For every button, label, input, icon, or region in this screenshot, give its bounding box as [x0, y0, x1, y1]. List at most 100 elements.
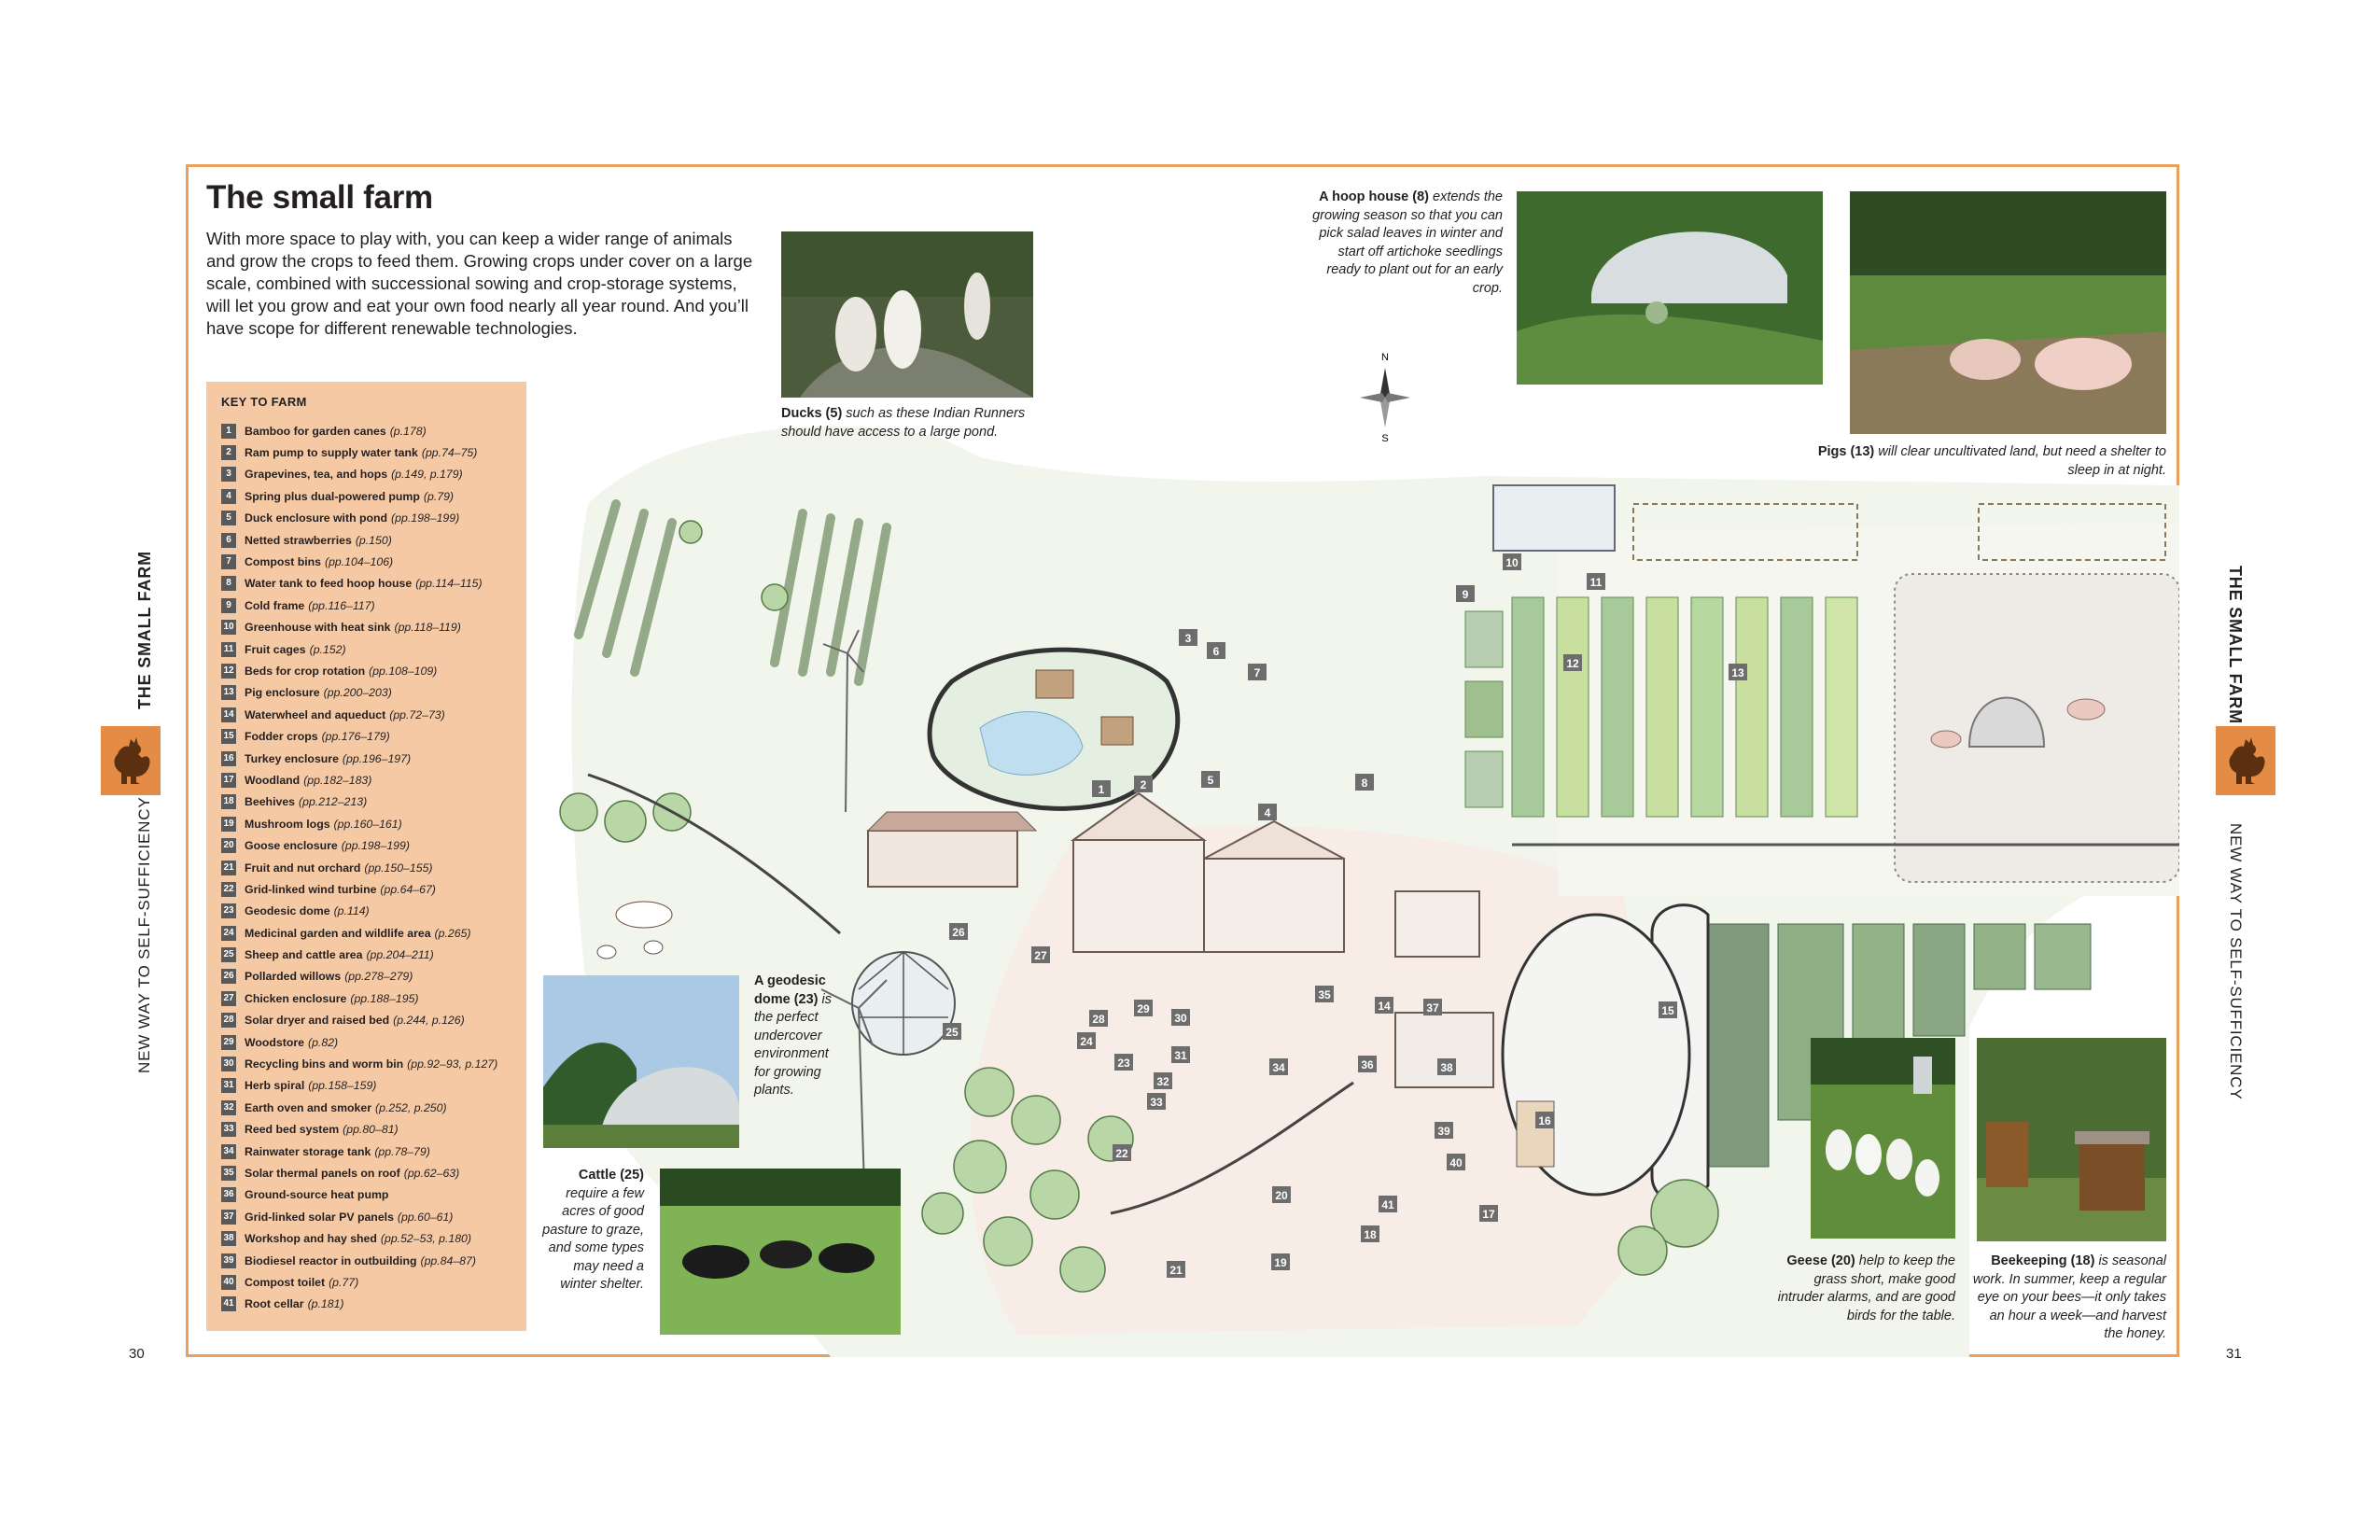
map-marker-label: 4 [1265, 806, 1271, 819]
key-item-page-ref: (p.181) [307, 1297, 344, 1311]
key-item-page-ref: (pp.212–213) [299, 795, 368, 809]
key-item-page-ref: (pp.74–75) [421, 446, 478, 460]
key-item-number: 25 [221, 947, 236, 963]
key-item-name: Cold frame [245, 598, 305, 612]
key-item-name: Biodiesel reactor in outbuilding [245, 1253, 417, 1267]
key-item-page-ref: (pp.158–159) [308, 1079, 377, 1093]
key-item-name: Bamboo for garden canes [245, 424, 386, 438]
key-item-page-ref: (pp.278–279) [344, 970, 413, 984]
map-marker-label: 32 [1156, 1075, 1169, 1088]
map-marker: 6 [1207, 642, 1225, 659]
key-item-name: Spring plus dual-powered pump [245, 489, 420, 503]
key-item-name: Beds for crop rotation [245, 664, 366, 678]
key-item-page-ref: (pp.92–93, p.127) [407, 1057, 498, 1071]
key-item-page-ref: (pp.200–203) [323, 686, 392, 700]
map-marker: 30 [1171, 1009, 1190, 1026]
key-item-name: Recycling bins and worm bin [245, 1057, 404, 1071]
key-item-number: 21 [221, 860, 236, 875]
map-marker-label: 10 [1505, 556, 1519, 569]
map-marker-label: 13 [1731, 666, 1744, 679]
key-item-name: Duck enclosure with pond [245, 511, 388, 525]
key-item-page-ref: (pp.108–109) [369, 664, 438, 678]
intro-paragraph: With more space to play with, you can ke… [206, 229, 753, 338]
key-item-name: Netted strawberries [245, 533, 352, 547]
map-marker-label: 38 [1440, 1061, 1453, 1074]
key-item-name: Solar dryer and raised bed [245, 1014, 390, 1028]
map-marker: 19 [1271, 1253, 1290, 1270]
key-item-number: 35 [221, 1165, 236, 1181]
key-item-name: Turkey enclosure [245, 751, 339, 765]
key-item-name: Sheep and cattle area [245, 948, 363, 962]
map-marker: 26 [949, 923, 968, 940]
key-item-number: 40 [221, 1274, 236, 1290]
map-marker: 7 [1248, 664, 1267, 680]
key-item-number: 4 [221, 488, 236, 504]
map-marker-label: 23 [1117, 1057, 1130, 1070]
map-marker: 34 [1269, 1058, 1288, 1075]
ducks-photo [781, 231, 1033, 398]
key-item-name: Pollarded willows [245, 970, 342, 984]
map-marker: 2 [1134, 776, 1153, 792]
key-item-name: Geodesic dome [245, 904, 330, 918]
key-item-number: 41 [221, 1296, 236, 1312]
map-marker-label: 17 [1482, 1208, 1495, 1221]
key-item-number: 27 [221, 990, 236, 1006]
map-marker-label: 21 [1169, 1264, 1183, 1277]
key-item-number: 32 [221, 1099, 236, 1115]
key-item-number: 34 [221, 1143, 236, 1159]
key-item-page-ref: (pp.52–53, p.180) [380, 1232, 471, 1246]
map-marker: 15 [1659, 1001, 1677, 1018]
key-item-page-ref: (p.82) [308, 1035, 339, 1049]
key-item-number: 23 [221, 903, 236, 919]
cattle-caption: Cattle (25) require a few acres of good … [542, 1168, 644, 1292]
key-item-name: Chicken enclosure [245, 991, 347, 1005]
key-item-name: Ground-source heat pump [245, 1188, 389, 1202]
key-item-page-ref: (p.178) [389, 424, 427, 438]
key-item-page-ref: (pp.196–197) [342, 751, 412, 765]
key-item-number: 29 [221, 1034, 236, 1050]
key-item: 1 Bamboo for garden canes(p.178) [221, 420, 511, 441]
map-marker: 40 [1447, 1154, 1465, 1170]
map-marker: 3 [1179, 629, 1197, 646]
map-marker-label: 27 [1034, 949, 1047, 962]
key-item-number: 28 [221, 1013, 236, 1029]
key-item-number: 16 [221, 750, 236, 766]
key-item-number: 8 [221, 576, 236, 592]
key-item-number: 1 [221, 423, 236, 439]
map-marker: 39 [1435, 1122, 1453, 1139]
map-marker: 14 [1375, 997, 1393, 1014]
key-item-number: 10 [221, 620, 236, 636]
key-item-page-ref: (p.79) [423, 489, 454, 503]
key-item-page-ref: (pp.182–183) [303, 773, 372, 787]
map-marker-label: 6 [1213, 645, 1220, 658]
key-item-name: Grid-linked solar PV panels [245, 1210, 394, 1224]
map-marker-label: 12 [1566, 657, 1579, 670]
key-item-name: Solar thermal panels on roof [245, 1166, 400, 1180]
key-item-name: Medicinal garden and wildlife area [245, 926, 431, 940]
hoop-house-photo [1517, 191, 1823, 385]
key-item-number: 22 [221, 881, 236, 897]
key-item-number: 33 [221, 1122, 236, 1138]
key-item-page-ref: (p.244, p.126) [393, 1014, 465, 1028]
map-marker: 21 [1167, 1261, 1185, 1278]
map-marker-label: 24 [1080, 1035, 1093, 1048]
key-item-number: 7 [221, 554, 236, 570]
key-item-page-ref: (pp.150–155) [364, 861, 433, 875]
pigs-photo [1850, 191, 2166, 434]
map-marker: 1 [1092, 780, 1111, 797]
key-item-page-ref: (p.149, p.179) [391, 468, 463, 482]
map-marker-label: 35 [1318, 988, 1331, 1001]
key-item-name: Herb spiral [245, 1079, 305, 1093]
